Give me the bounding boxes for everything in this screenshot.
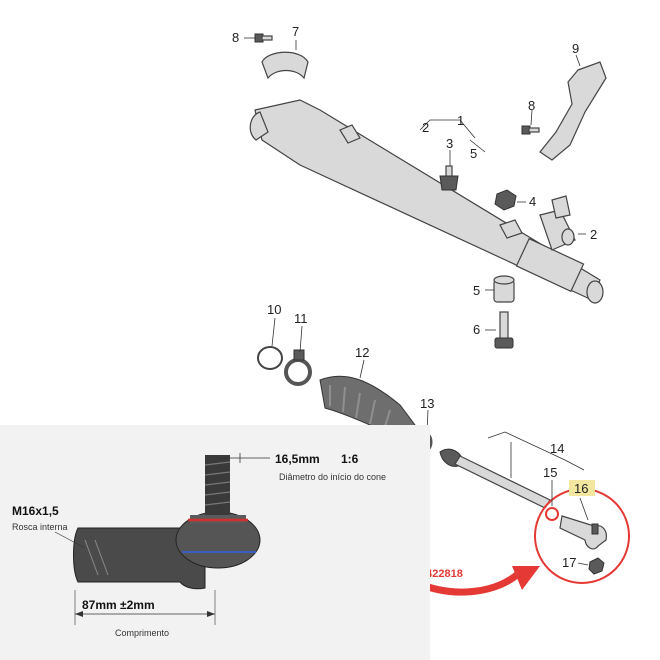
callout-1: 1 <box>457 113 464 128</box>
callout-13: 13 <box>420 396 434 411</box>
inner-tie-rod-14 <box>439 448 551 509</box>
nut-15 <box>545 507 559 521</box>
callout-11: 11 <box>294 311 308 326</box>
cone-caption: Diâmetro do início do cone <box>279 472 386 482</box>
clamp-11 <box>284 349 312 386</box>
bushing-5 <box>493 275 515 303</box>
callout-6: 6 <box>473 322 480 337</box>
steering-rack-housing <box>249 99 604 304</box>
nut-4 <box>494 189 517 211</box>
callout-7: 7 <box>292 24 299 39</box>
callout-16-highlight <box>569 480 595 496</box>
thread-caption: Rosca interna <box>12 522 68 532</box>
callout-12: 12 <box>355 345 369 360</box>
tie-rod-end-16 <box>559 515 607 550</box>
callout-14: 14 <box>550 441 564 456</box>
callout-4: 4 <box>529 194 536 209</box>
callout-10: 10 <box>267 302 281 317</box>
nut-17 <box>588 557 605 575</box>
callout-17: 17 <box>562 555 576 570</box>
clamp-bracket-7 <box>261 51 309 80</box>
callout-16: 16 <box>574 481 588 496</box>
bracket-9 <box>539 61 607 161</box>
tie-rod-end-dimension-inset: 16,5mm 1:6 Diâmetro do início do cone M1… <box>0 425 430 660</box>
bolt-8-right <box>521 125 540 135</box>
ring-10 <box>257 346 283 370</box>
callout-3: 3 <box>446 136 453 151</box>
callout-2-top: 2 <box>422 120 429 135</box>
callout-8-left: 8 <box>232 30 239 45</box>
bolt-6 <box>494 311 514 349</box>
bolt-3 <box>439 165 459 191</box>
callout-15: 15 <box>543 465 557 480</box>
taper-ratio: 1:6 <box>341 452 359 466</box>
cone-dimension: 16,5mm <box>275 452 320 466</box>
callout-5-top: 5 <box>470 146 477 161</box>
callout-9: 9 <box>572 41 579 56</box>
thread-spec: M16x1,5 <box>12 504 59 518</box>
length-caption: Comprimento <box>115 628 169 638</box>
rubber-boot-12 <box>319 375 416 441</box>
callout-labels: 8 7 9 8 2 1 3 5 4 2 5 6 10 11 12 13 14 1… <box>232 24 597 570</box>
length-dimension: 87mm ±2mm <box>82 598 155 612</box>
callout-2-right: 2 <box>590 227 597 242</box>
bolt-8-left <box>254 33 273 43</box>
callout-8-right: 8 <box>528 98 535 113</box>
callout-5-bottom: 5 <box>473 283 480 298</box>
leader-lines <box>244 37 589 566</box>
